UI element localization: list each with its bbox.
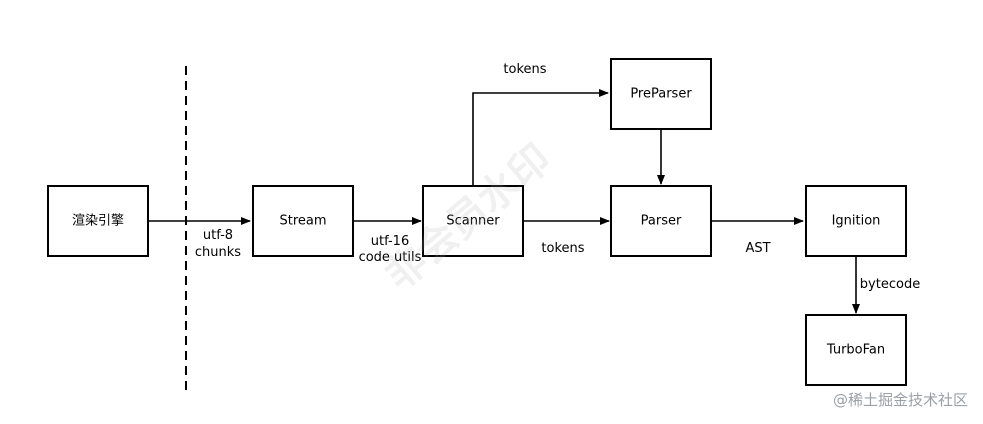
- edge-scanner-to-preparser: [472, 89, 609, 186]
- edge-label-code-utils: code utils: [359, 250, 422, 265]
- watermark-text: @稀土掘金技术社区: [833, 391, 968, 409]
- node-stream: Stream: [252, 185, 354, 257]
- node-ignition-label: Ignition: [832, 214, 881, 229]
- node-render-engine: 渲染引擎: [47, 185, 149, 257]
- edge-label-utf8: utf-8: [203, 228, 233, 243]
- node-ignition: Ignition: [805, 185, 907, 257]
- edge-label-tokens-top: tokens: [503, 62, 546, 77]
- edge-label-chunks: chunks: [195, 245, 241, 260]
- edge-label-utf16: utf-16: [371, 234, 409, 249]
- overlay-stamp: 非会员水印: [377, 136, 560, 300]
- edge-label-bytecode: bytecode: [860, 277, 920, 292]
- node-preparser: PreParser: [610, 58, 712, 130]
- node-render-engine-label: 渲染引擎: [72, 214, 124, 229]
- edge-label-ast: AST: [745, 241, 770, 256]
- node-scanner-label: Scanner: [446, 214, 500, 229]
- node-scanner: Scanner: [422, 185, 524, 257]
- edge-label-tokens-bottom: tokens: [541, 241, 584, 256]
- node-parser-label: Parser: [641, 214, 682, 229]
- node-parser: Parser: [610, 185, 712, 257]
- node-stream-label: Stream: [279, 214, 326, 229]
- node-preparser-label: PreParser: [630, 87, 692, 102]
- node-turbofan: TurboFan: [805, 314, 907, 386]
- node-turbofan-label: TurboFan: [826, 343, 885, 358]
